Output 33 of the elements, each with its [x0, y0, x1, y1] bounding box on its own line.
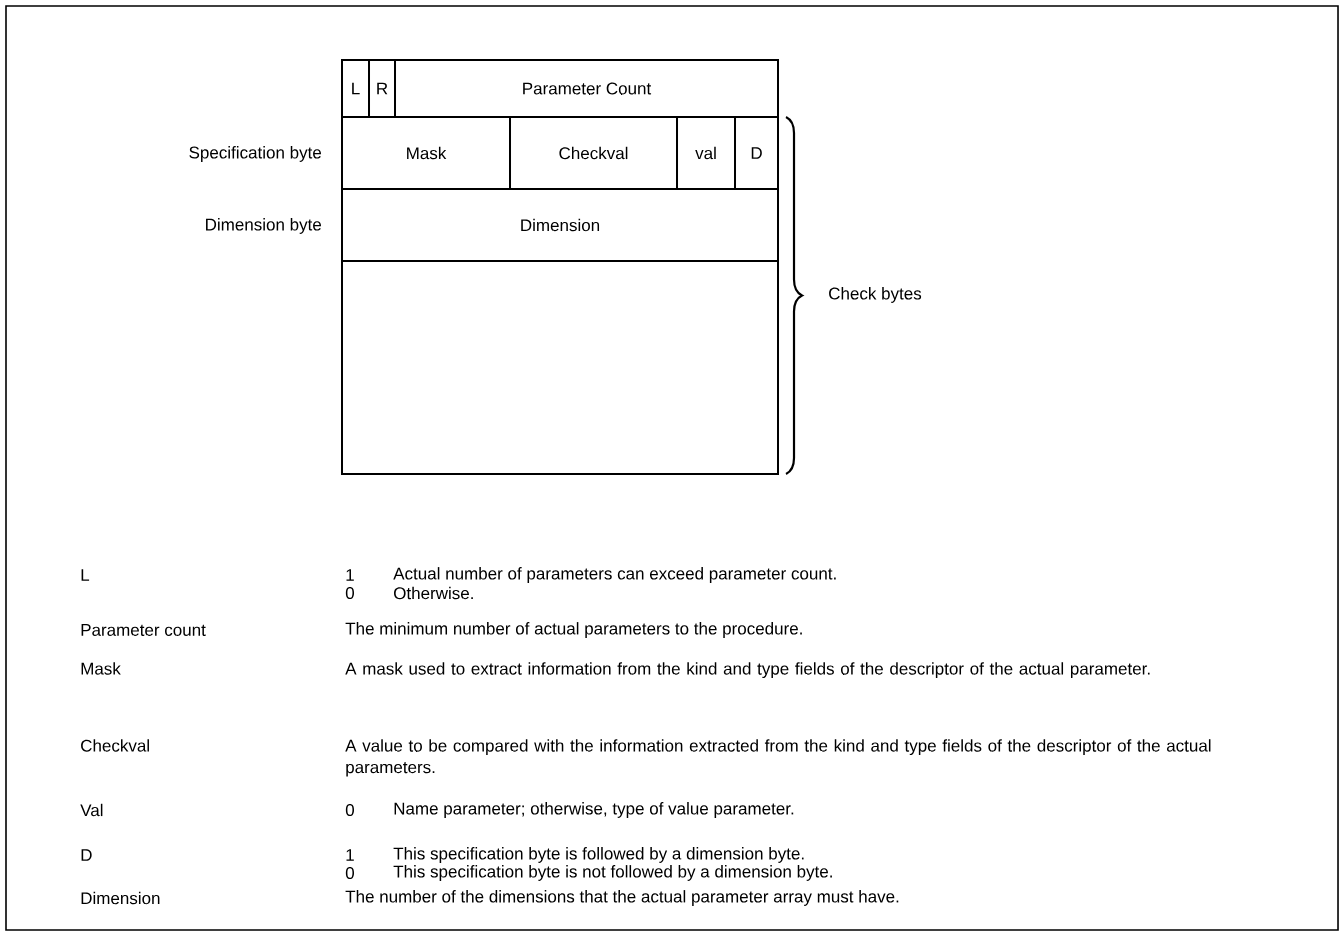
brace-label: Check bytes: [829, 287, 922, 303]
field-cell: R: [368, 59, 396, 118]
field-cell: L: [341, 59, 370, 118]
value-code: 0: [345, 587, 354, 600]
row-label: Dimension byte: [206, 218, 321, 234]
field-cell: Parameter Count: [394, 59, 779, 118]
term-label: Checkval: [81, 739, 149, 752]
field-cell: D: [734, 116, 779, 190]
description-text: A value to be compared with the information extracted from the kind and type fields of the descriptor of the actual parameters.: [345, 739, 1211, 777]
description-text: This specification byte is followed by a dimension byte.: [393, 847, 804, 863]
value-code: 0: [345, 804, 354, 817]
field-cell: Mask: [341, 116, 511, 190]
description-text: This specification byte is not followed by a dimension byte.: [393, 865, 832, 881]
description-text: Otherwise.: [394, 586, 473, 600]
description-text: Name parameter; otherwise, type of value parameter.: [394, 802, 794, 818]
value-code: 1: [346, 849, 354, 861]
empty-field-box: [341, 260, 779, 475]
row-label: Specification byte: [189, 146, 321, 162]
description-text: A mask used to extract information from the kind and type fields of the descriptor of the actual parameter.: [345, 662, 1150, 679]
value-code: 0: [345, 867, 354, 880]
field-cell: val: [676, 116, 736, 190]
description-text: The number of the dimensions that the actual parameter array must have.: [345, 890, 899, 906]
description-text: The minimum number of actual parameters to the procedure.: [345, 622, 802, 638]
field-cell: Dimension: [341, 188, 779, 262]
value-code: 1: [346, 569, 354, 581]
term-label: Parameter count: [81, 624, 206, 636]
term-label: Mask: [81, 662, 121, 675]
field-cell: Checkval: [509, 116, 678, 190]
description-text: Actual number of parameters can exceed parameter count.: [393, 567, 836, 583]
term-label: Dimension: [81, 891, 160, 905]
term-label: D: [81, 849, 92, 861]
term-label: Val: [80, 803, 103, 817]
term-label: L: [81, 569, 90, 581]
